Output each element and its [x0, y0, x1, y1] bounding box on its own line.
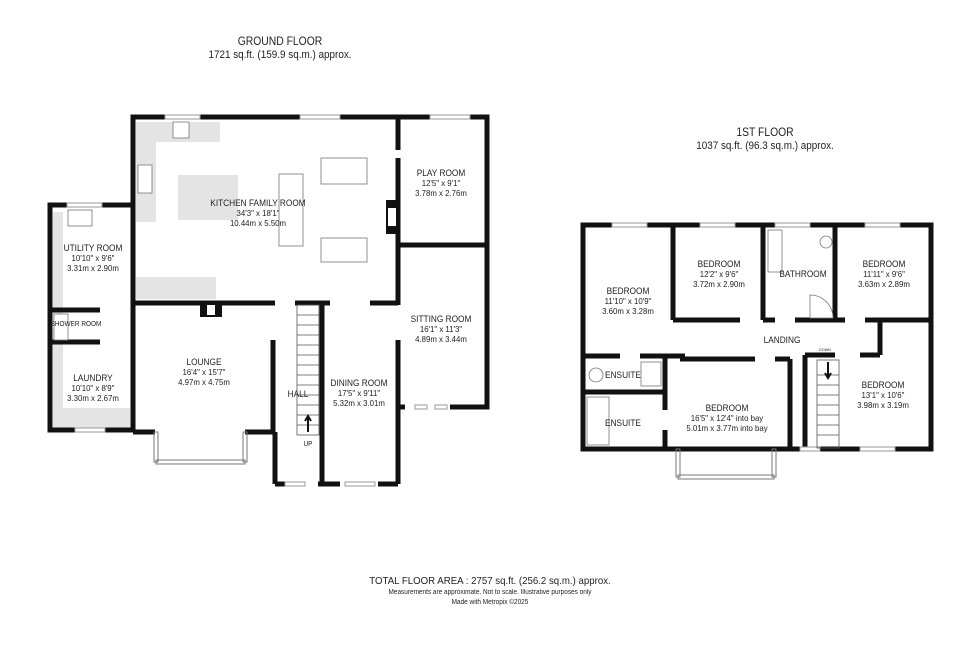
room-bedroom-master: BEDROOM 16'5" x 12'4" into bay 5.01m x 3…: [686, 403, 768, 433]
stairs-up-arrow-icon: [304, 414, 312, 432]
toilet-icon: [819, 235, 833, 249]
stairs-up-label: UP: [303, 441, 313, 448]
footer: TOTAL FLOOR AREA : 2757 sq.ft. (256.2 sq…: [300, 575, 680, 608]
bedroom-bay-window: [675, 448, 777, 480]
ground-floor-area: 1721 sq.ft. (159.9 sq.m.) approx.: [208, 49, 352, 61]
first-floor-title: 1ST FLOOR: [736, 127, 794, 139]
sink-icon: [172, 121, 190, 139]
ground-stairs: [296, 304, 320, 436]
utility-sink-icon: [67, 209, 93, 227]
room-sitting-room: SITTING ROOM 16'1" x 11'3" 4.89m x 3.44m: [410, 314, 472, 344]
stairs-down-arrow-icon: [824, 362, 832, 380]
room-landing: LANDING: [763, 335, 801, 345]
room-bedroom-4: BEDROOM 13'1" x 10'6" 3.98m x 3.19m: [857, 380, 909, 410]
room-bedroom-3: BEDROOM 11'11" x 9'6" 3.63m x 2.89m: [858, 259, 910, 289]
credit: Made with Metropix ©2025: [451, 599, 529, 606]
first-floor-plan: [580, 222, 934, 480]
shower-tray-icon: [53, 313, 69, 341]
ensuite-shower-icon: [640, 361, 662, 387]
first-floor-stairs: [816, 359, 840, 449]
first-floor-header: 1ST FLOOR 1037 sq.ft. (96.3 sq.m.) appro…: [680, 127, 851, 153]
first-floor-windows: [611, 222, 901, 452]
lounge-bay-window: [153, 431, 248, 465]
bath-icon: [767, 229, 783, 273]
room-bathroom: BATHROOM: [779, 269, 827, 279]
room-kitchen-family-room: KITCHEN FAMILY ROOM 34'3" x 18'1" 10.44m…: [210, 198, 306, 228]
room-utility-room: UTILITY ROOM 10'10" x 9'6" 3.31m x 2.90m: [63, 243, 123, 273]
room-lounge: LOUNGE 16'4" x 15'7" 4.97m x 4.75m: [178, 357, 230, 387]
ensuite-shower2-icon: [586, 396, 610, 446]
room-hall: HALL: [287, 389, 309, 399]
room-bedroom-1: BEDROOM 11'10" x 10'9" 3.60m x 3.28m: [602, 286, 654, 316]
shower-icon: [809, 294, 834, 319]
ground-floor-plan: [47, 114, 490, 487]
ensuite-toilet-icon: [588, 367, 604, 383]
room-dining-room: DINING ROOM 17'5" x 9'11" 5.32m x 3.01m: [330, 378, 388, 408]
first-floor-area: 1037 sq.ft. (96.3 sq.m.) approx.: [696, 140, 834, 152]
sofa-icon: [320, 157, 368, 185]
kitchen-furniture: [53, 121, 368, 341]
room-play-room: PLAY ROOM 12'5" x 9'1" 3.78m x 2.76m: [415, 168, 467, 198]
room-shower-room: SHOWER ROOM: [50, 321, 102, 328]
room-ensuite-1: ENSUITE: [605, 370, 641, 380]
ground-floor-title: GROUND FLOOR: [237, 36, 323, 48]
kitchen-units: [53, 122, 238, 430]
stairs-down-label: DOWN: [819, 347, 831, 352]
disclaimer: Measurements are approximate. Not to sca…: [388, 589, 592, 596]
first-floor-walls: [580, 222, 934, 452]
room-bedroom-2: BEDROOM 12'2" x 9'6" 3.72m x 2.90m: [693, 259, 745, 289]
ground-floor-windows: [66, 114, 471, 487]
hob-icon: [137, 164, 153, 194]
dining-table-icon: [278, 173, 304, 247]
ground-floor-walls: [47, 114, 490, 487]
bathroom-fixtures: [586, 229, 834, 446]
ground-floor-header: GROUND FLOOR 1721 sq.ft. (159.9 sq.m.) a…: [195, 36, 366, 62]
room-laundry: LAUNDRY 10'10" x 8'9" 3.30m x 2.67m: [67, 373, 119, 403]
total-floor-area: TOTAL FLOOR AREA : 2757 sq.ft. (256.2 sq…: [369, 575, 611, 587]
sofa-icon: [320, 237, 368, 263]
room-ensuite-2: ENSUITE: [605, 418, 641, 428]
